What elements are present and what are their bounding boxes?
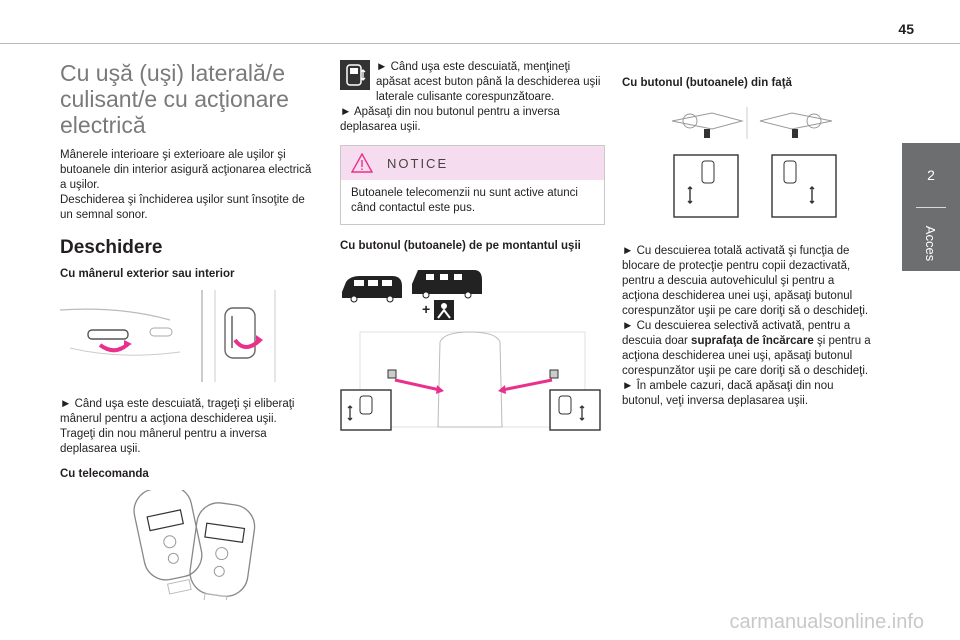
door-button-icon xyxy=(340,60,370,95)
notice-box: NOTICE Butoanele telecomenzii nu sunt ac… xyxy=(340,145,605,225)
notice-title: NOTICE xyxy=(387,155,449,171)
section-title-opening: Deschidere xyxy=(60,237,163,258)
child-lock-icon xyxy=(434,300,454,320)
remote-heading: Cu telecomanda xyxy=(60,468,149,480)
pillar-heading: Cu butonul (butoanele) de pe montantul u… xyxy=(340,240,581,252)
van-pillar-illustration: + xyxy=(340,262,605,437)
page-number: 45 xyxy=(898,21,914,37)
remote-instruction: ► Când uşa este descuiată, menţineţi apă… xyxy=(376,61,601,103)
watermark: carmanualsonline.info xyxy=(729,611,924,633)
column-middle: ► Când uşa este descuiată, menţineţi apă… xyxy=(340,60,605,447)
handle-heading: Cu mânerul exterior sau interior xyxy=(60,268,235,280)
load-area-term: suprafaţa de încărcare xyxy=(691,335,814,347)
van-icon xyxy=(342,276,402,303)
chapter-tab-label: Acces xyxy=(923,225,939,261)
header-rule xyxy=(0,43,960,44)
chapter-tab-divider xyxy=(916,207,946,208)
front-instruction-1: ► Cu descuierea totală activată şi funcţ… xyxy=(622,245,869,317)
front-button-illustration xyxy=(622,99,872,234)
front-instruction-2c: şi pentru a acţiona deschiderea unei uşi… xyxy=(622,335,871,377)
handle-instruction-2: Trageţi din nou mânerul pentru a inversa… xyxy=(60,428,267,455)
chapter-tab-label-wrap: Acces xyxy=(902,218,960,268)
front-instruction-2: ► Cu descuierea selectivă activată, pent… xyxy=(622,319,872,379)
column-right: Cu butonul (butoanele) din faţă ► Cu des… xyxy=(622,60,872,409)
door-handle-illustration xyxy=(59,290,320,387)
front-instruction-2a: ► Cu descuierea selectivă activată, pent… xyxy=(622,320,851,347)
column-left: Cu uşă (uşi) laterală/e culisant/e cu ac… xyxy=(59,60,320,615)
chapter-tab-number: 2 xyxy=(927,167,935,183)
remote-key-illustration xyxy=(60,485,320,608)
notice-text: Butoanele telecomenzii nu sunt active at… xyxy=(351,187,578,214)
notice-header: NOTICE xyxy=(341,146,604,180)
front-instruction-3: ► În ambele cazuri, dacă apăsaţi din nou… xyxy=(622,380,834,407)
warning-icon xyxy=(351,153,373,173)
svg-text:+: + xyxy=(422,301,430,317)
remote-instruction-2: ► Apăsaţi din nou butonul pentru a inver… xyxy=(340,106,560,133)
front-heading: Cu butonul (butoanele) din faţă xyxy=(622,77,792,89)
intro-paragraph-2: Deschiderea şi închiderea uşilor sunt în… xyxy=(60,194,305,221)
minibus-icon xyxy=(412,270,482,299)
handle-instruction: ► Când uşa este descuiată, trageţi şi el… xyxy=(60,398,295,425)
page-title: Cu uşă (uşi) laterală/e culisant/e cu ac… xyxy=(60,60,289,138)
intro-paragraph: Mânerele interioare şi exterioare ale uş… xyxy=(60,149,312,191)
